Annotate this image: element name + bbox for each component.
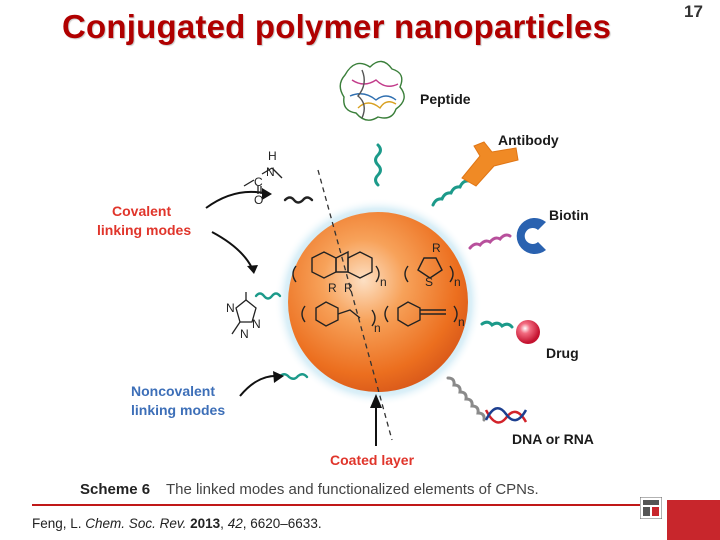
institution-logo-icon <box>640 497 662 519</box>
triazole-structure <box>231 292 257 335</box>
triazole-n2: N <box>252 317 261 331</box>
citation-authors: Feng, L. <box>32 516 82 531</box>
label-noncovalent-2: linking modes <box>131 402 225 418</box>
polymer-structures <box>292 250 458 327</box>
divider-line <box>317 169 393 441</box>
page-number: 17 <box>684 2 703 21</box>
subscript-n4: n <box>458 315 465 329</box>
arrows <box>205 188 382 446</box>
drug-sphere-icon <box>516 320 540 344</box>
scheme-caption: Scheme 6 The linked modes and functional… <box>80 481 539 498</box>
antibody-icon <box>461 141 519 187</box>
covalent-linker-upper <box>283 196 314 204</box>
noncovalent-linker <box>278 373 309 380</box>
thiophene-s: S <box>425 275 433 289</box>
label-drug: Drug <box>546 345 579 361</box>
triazole-n1: N <box>226 301 235 315</box>
triazole-n3: N <box>240 327 249 341</box>
label-noncovalent-1: Noncovalent <box>131 383 215 399</box>
biotin-icon <box>516 218 546 254</box>
subscript-n3: n <box>374 321 381 335</box>
fluorene-r1: R <box>328 281 337 295</box>
subscript-n1: n <box>380 275 387 289</box>
citation-volume: 42 <box>227 516 243 531</box>
antibody-linker <box>431 179 471 207</box>
linkers <box>254 143 514 422</box>
subscript-n2: n <box>454 275 461 289</box>
amide-o: O <box>254 193 263 207</box>
label-biotin: Biotin <box>549 207 589 223</box>
covalent-linker-lower <box>254 292 282 300</box>
dna-linker <box>446 376 486 422</box>
peptide-linker <box>374 143 382 187</box>
amide-h: H <box>268 149 277 163</box>
label-dna-rna: DNA or RNA <box>512 431 594 447</box>
label-covalent-2: linking modes <box>97 222 191 238</box>
label-antibody: Antibody <box>498 132 559 148</box>
footer-red-block <box>667 500 720 540</box>
slide-title: Conjugated polymer nanoparticles <box>62 8 612 45</box>
citation: Feng, L. Chem. Soc. Rev. 2013, 42, 6620–… <box>32 516 322 531</box>
footer-line <box>32 504 642 506</box>
covalent-arrow-down <box>211 231 253 269</box>
label-peptide: Peptide <box>420 91 471 107</box>
thiophene-r: R <box>432 241 441 255</box>
peptide-protein-icon <box>339 60 405 121</box>
drug-linker <box>480 320 514 329</box>
nanoparticle-diagram: R R R S n n n n Peptide Antibody B <box>97 60 594 468</box>
amide-structure <box>243 167 283 194</box>
scheme-text: The linked modes and functionalized elem… <box>165 481 539 498</box>
label-coated-layer: Coated layer <box>330 452 415 468</box>
fluorene-r2: R <box>344 281 353 295</box>
amide-c: C <box>254 175 263 189</box>
biotin-linker <box>468 233 512 250</box>
scheme-number: Scheme 6 <box>80 481 151 498</box>
amide-n: N <box>266 165 275 179</box>
nanoparticle-core <box>288 212 468 392</box>
dna-helix-icon <box>484 407 528 424</box>
label-covalent-1: Covalent <box>112 203 171 219</box>
citation-year: 2013 <box>190 516 221 531</box>
citation-journal: Chem. Soc. Rev. <box>85 516 187 531</box>
citation-pages: 6620–6633. <box>250 516 322 531</box>
